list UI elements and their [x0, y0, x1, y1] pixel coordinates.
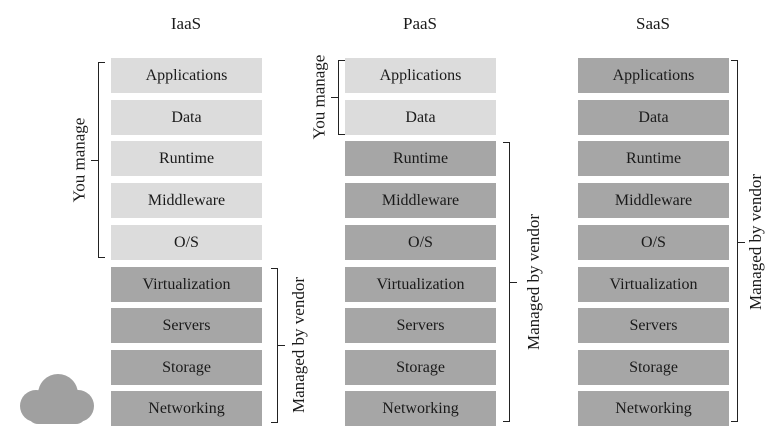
iaas-layer-virtualization: Virtualization	[111, 267, 262, 302]
iaas-vendor-bracket	[271, 268, 278, 423]
paas-layer-data: Data	[345, 100, 496, 135]
iaas-you-manage-tick	[91, 160, 98, 161]
saas-layer-virtualization: Virtualization	[578, 267, 729, 302]
iaas-title: IaaS	[170, 14, 202, 33]
saas-layer-applications: Applications	[578, 58, 729, 93]
iaas-layer-storage: Storage	[111, 350, 262, 385]
paas-vendor-bracket	[503, 142, 510, 422]
iaas-layer-servers: Servers	[111, 308, 262, 343]
cloud-icon	[20, 374, 94, 424]
paas-you-manage-label: You manage	[309, 54, 329, 140]
saas-vendor-bracket	[731, 60, 738, 422]
iaas-layer-networking: Networking	[111, 391, 262, 426]
iaas-layer-os: O/S	[111, 225, 262, 260]
paas-layer-runtime: Runtime	[345, 141, 496, 176]
iaas-vendor-tick	[278, 345, 285, 346]
paas-layer-applications: Applications	[345, 58, 496, 93]
paas-layer-servers: Servers	[345, 308, 496, 343]
paas-layer-networking: Networking	[345, 391, 496, 426]
iaas-layer-runtime: Runtime	[111, 141, 262, 176]
saas-layer-networking: Networking	[578, 391, 729, 426]
paas-vendor-tick	[510, 282, 517, 283]
saas-layer-runtime: Runtime	[578, 141, 729, 176]
iaas-layer-applications: Applications	[111, 58, 262, 93]
saas-layer-middleware: Middleware	[578, 183, 729, 218]
paas-title: PaaS	[403, 14, 437, 33]
paas-layer-os: O/S	[345, 225, 496, 260]
saas-layer-data: Data	[578, 100, 729, 135]
iaas-layer-middleware: Middleware	[111, 183, 262, 218]
iaas-vendor-label: Managed by vendor	[288, 277, 308, 413]
paas-vendor-label: Managed by vendor	[523, 214, 543, 350]
saas-vendor-tick	[738, 242, 745, 243]
paas-layer-storage: Storage	[345, 350, 496, 385]
paas-you-manage-bracket	[338, 60, 345, 135]
iaas-you-manage-label: You manage	[69, 117, 89, 203]
saas-layer-storage: Storage	[578, 350, 729, 385]
paas-layer-middleware: Middleware	[345, 183, 496, 218]
saas-vendor-label: Managed by vendor	[745, 174, 765, 310]
saas-layer-os: O/S	[578, 225, 729, 260]
saas-title: SaaS	[636, 14, 670, 33]
paas-layer-virtualization: Virtualization	[345, 267, 496, 302]
iaas-layer-data: Data	[111, 100, 262, 135]
paas-you-manage-tick	[331, 97, 338, 98]
iaas-you-manage-bracket	[98, 62, 105, 258]
saas-layer-servers: Servers	[578, 308, 729, 343]
